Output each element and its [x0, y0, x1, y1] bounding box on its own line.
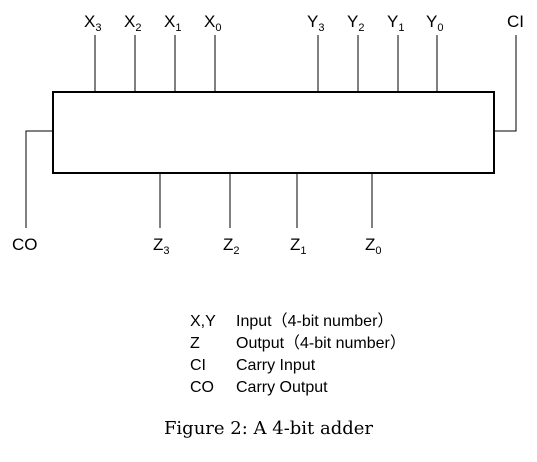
z2-label: Z2	[223, 235, 240, 257]
z0-label: Z0	[365, 235, 382, 257]
y3-label: Y3	[307, 12, 324, 34]
x2-label: X2	[124, 12, 141, 34]
legend-row: X,Y Input（4-bit number）	[190, 311, 406, 333]
adder-block	[52, 91, 495, 174]
legend-meaning: Carry Output	[236, 379, 328, 396]
carry-out-wire	[25, 130, 53, 228]
adder-diagram: X3 X2 X1 X0 Y3 Y2 Y1 Y0 CI CO Z3 Z2 Z1 Z…	[12, 12, 524, 257]
legend-meaning: Output（4-bit number）	[236, 335, 406, 352]
legend-row: CO Carry Output	[190, 377, 406, 399]
carry-in-label: CI	[507, 12, 524, 31]
legend-symbol: CO	[190, 379, 214, 396]
legend-symbol: Z	[190, 335, 200, 352]
figure-caption: Figure 2: A 4-bit adder	[163, 418, 374, 439]
legend-symbol: X,Y	[190, 313, 216, 330]
x1-label: X1	[164, 12, 181, 34]
carry-in-wire	[494, 35, 517, 132]
x0-label: X0	[204, 12, 221, 34]
legend-symbol: CI	[190, 357, 206, 374]
y0-label: Y0	[426, 12, 443, 34]
legend-meaning: Carry Input	[236, 357, 316, 374]
legend: X,Y Input（4-bit number） Z Output（4-bit n…	[190, 311, 406, 399]
y2-label: Y2	[347, 12, 364, 34]
y1-label: Y1	[387, 12, 404, 34]
carry-out-label: CO	[12, 235, 38, 254]
x3-label: X3	[84, 12, 101, 34]
z3-label: Z3	[153, 235, 170, 257]
legend-row: CI Carry Input	[190, 355, 406, 377]
z1-label: Z1	[290, 235, 307, 257]
legend-row: Z Output（4-bit number）	[190, 333, 406, 355]
legend-meaning: Input（4-bit number）	[236, 313, 394, 330]
